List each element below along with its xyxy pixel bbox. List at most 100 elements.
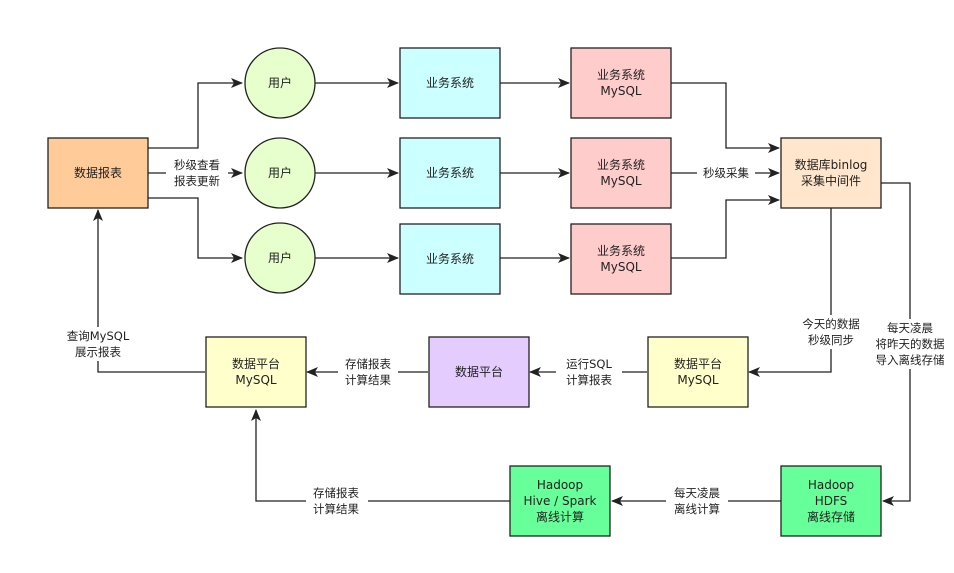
hdfs-box <box>780 465 882 537</box>
nodes <box>47 47 882 537</box>
edge-mysql3-binlog <box>671 195 780 259</box>
text-line: 秒级查看 <box>174 158 220 172</box>
platform-label: 数据平台 <box>455 364 503 379</box>
label-bg-store-top <box>338 355 398 389</box>
sys3-box <box>399 223 501 295</box>
text-line: Hadoop <box>808 478 854 492</box>
text-line: Hadoop <box>537 478 583 492</box>
text-line: 今天的数据 <box>802 317 860 331</box>
text-line: 业务系统 <box>597 243 645 258</box>
text-line: MySQL <box>600 84 642 98</box>
label-report-out: 秒级查看报表更新 <box>174 158 220 188</box>
text-line: 查询MySQL <box>67 329 130 343</box>
text-line: 秒级采集 <box>703 166 749 180</box>
text-line: 运行SQL <box>566 357 612 371</box>
text-line: MySQL <box>600 260 642 274</box>
mysql1-label: 业务系统 MySQL <box>597 67 645 98</box>
label-bg-query-show <box>58 327 138 361</box>
label-bg-report-out <box>166 156 228 190</box>
text-line: 业务系统 <box>426 75 474 90</box>
text-line: MySQL <box>677 373 719 387</box>
mysql2-box <box>570 137 672 209</box>
sys1-box <box>399 47 501 119</box>
binlog-box <box>780 137 882 209</box>
sys1-label: 业务系统 <box>426 75 474 90</box>
node-labels: 数据报表 用户 用户 用户 业务系统 业务系统 业务系统 业务系统 MySQL 业… <box>74 67 867 524</box>
text-line: 数据平台 <box>455 364 503 379</box>
text-line: 计算结果 <box>313 502 359 516</box>
text-line: 离线计算 <box>674 502 720 516</box>
edge-pdb-left-report <box>93 209 205 373</box>
pdb-right-label: 数据平台 MySQL <box>674 356 722 387</box>
label-bg-binlog-yesterday <box>868 319 952 369</box>
label-store-top: 存储报表计算结果 <box>345 357 391 387</box>
text-line: HDFS <box>815 494 848 508</box>
text-line: 离线存储 <box>807 509 855 524</box>
edge-binlog-pdb-right <box>748 208 832 377</box>
edge-mysql1-binlog <box>671 82 780 153</box>
text-line: 计算报表 <box>566 373 612 387</box>
user1-circle <box>244 47 316 119</box>
text-line: 存储报表 <box>345 357 391 371</box>
user2-label: 用户 <box>268 165 292 180</box>
label-store-bottom: 存储报表计算结果 <box>313 486 359 516</box>
sys2-label: 业务系统 <box>426 165 474 180</box>
label-bg-offline-compute <box>666 484 728 518</box>
label-binlog-yesterday: 每天凌晨将昨天的数据导入离线存储 <box>876 321 945 367</box>
platform-box <box>428 336 530 408</box>
label-bg-store-bottom <box>306 484 368 518</box>
pdb-left-label: 数据平台 MySQL <box>232 356 280 387</box>
text-line: 用户 <box>268 75 292 90</box>
text-line: 展示报表 <box>75 345 121 359</box>
label-offline-compute: 每天凌晨离线计算 <box>674 486 720 516</box>
edge-labels: 秒级查看报表更新 秒级采集 今天的数据秒级同步 每天凌晨将昨天的数据导入离线存储… <box>58 156 952 518</box>
text-line: 数据报表 <box>74 165 122 180</box>
text-line: Hive / Spark <box>524 494 597 508</box>
text-line: 导入离线存储 <box>876 353 945 367</box>
edge-report-user1 <box>148 78 243 149</box>
label-query-show: 查询MySQL 展示报表 <box>67 329 130 359</box>
label-bg-mysql2-binlog <box>697 165 755 182</box>
edge-hive-pdb-left <box>251 409 510 502</box>
text-line: 将昨天的数据 <box>876 337 945 351</box>
mysql3-label: 业务系统 MySQL <box>597 243 645 274</box>
text-line: 每天凌晨 <box>674 486 720 500</box>
text-line: 采集中间件 <box>801 173 861 188</box>
text-line: 计算结果 <box>345 373 391 387</box>
mysql3-box <box>570 223 672 295</box>
text-line: 数据平台 <box>232 356 280 371</box>
report-label: 数据报表 <box>74 165 122 180</box>
sys2-box <box>399 137 501 209</box>
user2-circle <box>244 137 316 209</box>
sys3-label: 业务系统 <box>426 251 474 266</box>
text-line: 每天凌晨 <box>887 321 933 335</box>
text-line: 业务系统 <box>426 165 474 180</box>
user3-circle <box>244 222 316 294</box>
text-line: 业务系统 <box>597 67 645 82</box>
text-line: MySQL <box>235 373 277 387</box>
text-line: 数据库binlog <box>795 157 868 172</box>
text-line: 业务系统 <box>426 251 474 266</box>
text-line: 存储报表 <box>313 486 359 500</box>
text-line: 报表更新 <box>174 174 220 188</box>
label-run-sql: 运行SQL 计算报表 <box>566 357 612 387</box>
mysql1-box <box>570 47 672 119</box>
text-line: 数据平台 <box>674 356 722 371</box>
edge-report-user3 <box>148 197 243 263</box>
text-line: 业务系统 <box>597 157 645 172</box>
label-bg-binlog-today <box>795 315 867 349</box>
hive-box <box>509 465 611 537</box>
user3-label: 用户 <box>268 250 292 265</box>
text-line: 离线计算 <box>536 509 584 524</box>
user1-label: 用户 <box>268 75 292 90</box>
text-line: 用户 <box>268 250 292 265</box>
report-box <box>47 137 149 209</box>
text-line: 秒级同步 <box>808 333 854 347</box>
label-bg-run-sql <box>556 355 622 389</box>
